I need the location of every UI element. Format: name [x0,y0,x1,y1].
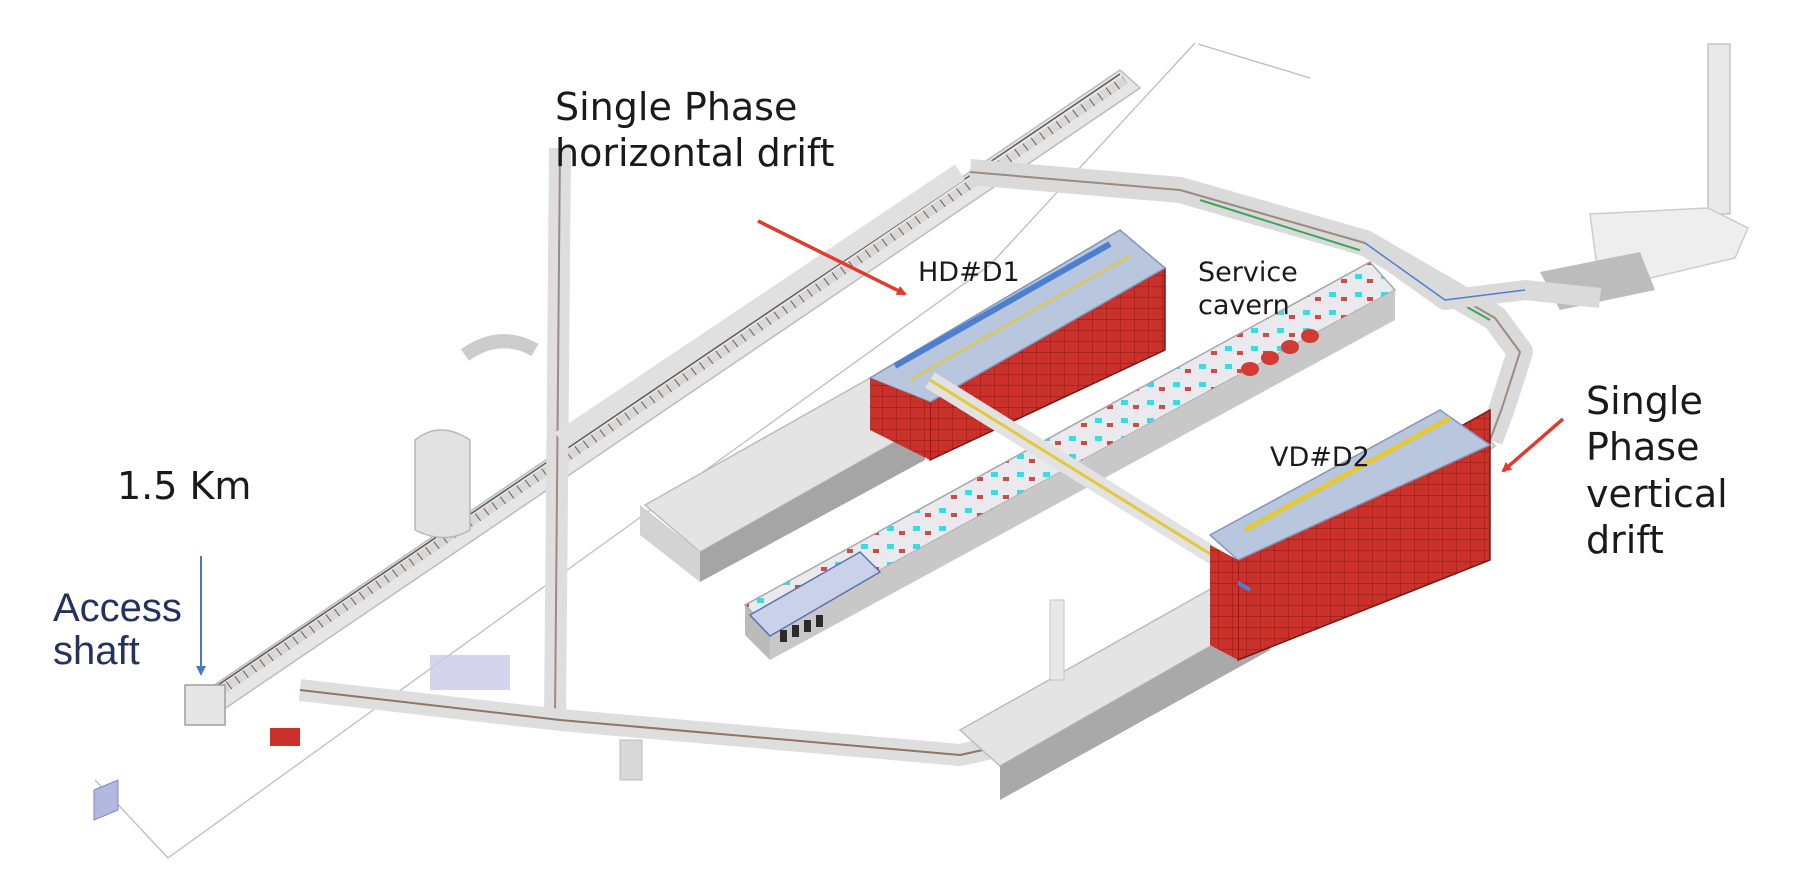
ventilation-shaft [1540,43,1749,310]
access-shaft-label: Access shaft [53,586,182,674]
vd-pointer-arrow [1501,417,1565,473]
service-cavern-label: Service cavern [1198,257,1298,321]
vd-detector-cavern [958,408,1497,800]
vd-tag-label: VD#D2 [1270,442,1370,473]
hd-pointer-arrow [757,219,907,296]
vd-title-label: Single Phase vertical drift [1586,379,1728,563]
auxiliary-structures [93,334,1065,821]
annotation-arrows [196,219,1565,676]
hd-tag-label: HD#D1 [918,257,1020,288]
cross-passage [925,372,1225,568]
hd-title-label: Single Phase horizontal drift [555,85,835,176]
distance-label: 1.5 Km [117,464,252,508]
